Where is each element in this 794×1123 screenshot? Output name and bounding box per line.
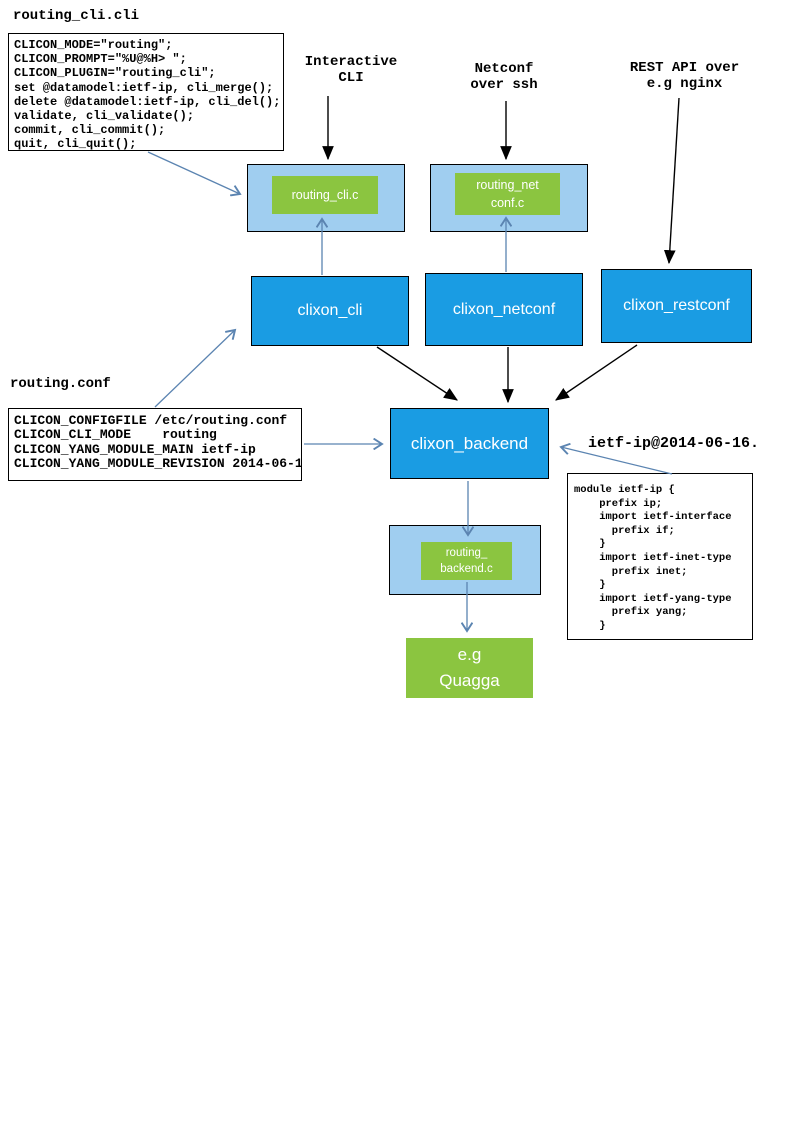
routing-conf-file-title: routing.conf: [10, 376, 111, 392]
routing-cli-file-title: routing_cli.cli: [13, 8, 140, 24]
clixon-cli-node-label: clixon_cli: [297, 302, 363, 319]
ietf-ip-yang-module-box: module ietf-ip { prefix ip; import ietf-…: [567, 473, 753, 640]
routing-backend-c-file-box: routing_ backend.c: [421, 542, 512, 580]
arrow-clixon-cli-to-backend: [376, 346, 458, 401]
arrow-routing-conf-to-clixon-cli: [154, 330, 235, 408]
yang-revision-label: ietf-ip@2014-06-16.: [588, 435, 760, 452]
clixon-restconf-node: clixon_restconf: [601, 269, 752, 343]
routing-conf-code-box: CLICON_CONFIGFILE /etc/routing.conf CLIC…: [8, 408, 302, 481]
routing-cli-c-file-box: routing_cli.c: [272, 176, 378, 214]
netconf-over-ssh-label: Netconf over ssh: [470, 61, 538, 93]
rest-api-label: REST API over e.g nginx: [629, 60, 740, 92]
arrow-clixon-restconf-to-backend: [555, 344, 638, 401]
routing-netconf-c-file-box: routing_net conf.c: [455, 173, 560, 215]
clixon-backend-node-label: clixon_backend: [410, 433, 529, 453]
quagga-node: e.g Quagga: [406, 638, 533, 698]
clixon-backend-node: clixon_backend: [390, 408, 549, 479]
interactive-cli-label: Interactive CLI: [304, 54, 398, 86]
arrow-cli-spec-to-routing-cli-panel: [147, 151, 240, 194]
clixon-cli-node: clixon_cli: [251, 276, 409, 346]
arrow-rest-api-to-clixon-restconf: [663, 97, 680, 265]
clixon-restconf-node-label: clixon_restconf: [623, 297, 730, 314]
routing-cli-code-box: CLICON_MODE="routing"; CLICON_PROMPT="%U…: [8, 33, 284, 151]
clixon-netconf-node: clixon_netconf: [425, 273, 583, 346]
clixon-netconf-node-label: clixon_netconf: [452, 300, 556, 318]
